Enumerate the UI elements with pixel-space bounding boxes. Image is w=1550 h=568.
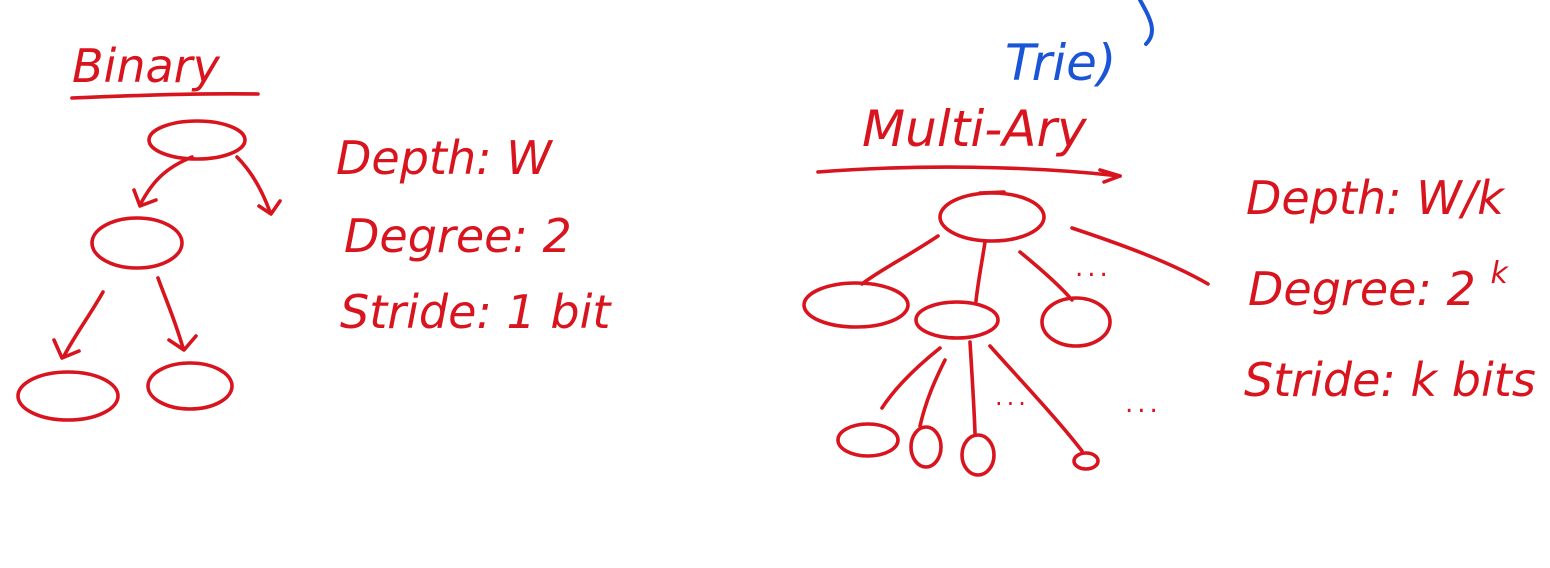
multi-ary-edge-l2-2 [918,358,947,428]
binary-edge-left-leaf-right [156,276,185,350]
binary-depth-label: Depth: W [336,131,553,185]
binary-title-underline [70,91,260,100]
binary-title: Binary [72,39,221,93]
binary-degree-label: Degree: 2 [344,209,572,263]
top-note-text: Trie) [1005,34,1116,92]
multi-ary-underline-tail [1098,168,1122,184]
top-note-partial-stroke [1138,0,1155,46]
multi-ary-degree-exponent: k [1490,256,1509,291]
multi-ary-edge-l2-1 [880,346,942,410]
multi-ary-root-ellipsis: ... [1075,253,1112,283]
multi-ary-degree-label: Degree: 2 k [1248,256,1509,316]
multi-ary-title-underline [816,165,1122,178]
multi-ary-root-node [938,191,1046,243]
multi-ary-level1-node-1 [802,281,910,329]
multi-ary-edge-root-2 [974,240,987,303]
multi-ary-level1-node-2 [914,300,1000,340]
binary-edge-root-right [235,155,272,214]
multi-ary-level2-node-2 [909,425,943,469]
multi-ary-stride-label: Stride: k bits [1244,353,1536,407]
multi-ary-edge-root-1 [860,234,940,286]
top-note-group: Trie) [1005,0,1155,92]
binary-edge-left-leaf-left [62,290,105,358]
multi-ary-degree-prefix: Degree: 2 [1248,262,1476,316]
binary-section: Binary Depth: W Degree: 2 Stride: 1 bit [16,39,612,422]
multi-ary-far-ellipsis: ... [1125,389,1162,419]
binary-arrowhead-left-leaf-left [52,338,81,360]
multi-ary-title: Multi-Ary [862,100,1088,158]
multi-ary-level2-node-1 [836,422,900,458]
binary-arrowhead-root-right [257,199,282,216]
multi-ary-edge-root-3 [1018,250,1074,302]
binary-left-node [90,216,184,270]
multi-ary-root-mark [978,190,1006,195]
multi-ary-edge-l2-4 [988,344,1084,453]
multi-ary-section: Multi-Ary ... ... ... Depth: W/k Degree:… [802,100,1536,477]
binary-edge-root-left [138,155,194,207]
multi-ary-level2-node-4 [1072,451,1100,471]
multi-ary-level1-node-3 [1040,296,1112,348]
binary-arrowhead-root-left [132,188,158,208]
multi-ary-level2-ellipsis: ... [995,383,1030,411]
binary-leaf-node-left [16,370,120,422]
multi-ary-edge-l2-3 [968,340,977,435]
binary-root-node [147,119,247,161]
multi-ary-edge-root-far [1070,226,1210,286]
binary-stride-label: Stride: 1 bit [340,285,612,339]
multi-ary-depth-label: Depth: W/k [1246,171,1506,225]
multi-ary-level2-node-3 [960,433,996,477]
binary-arrowhead-left-leaf-right [167,334,198,352]
binary-leaf-node-right [146,361,234,411]
